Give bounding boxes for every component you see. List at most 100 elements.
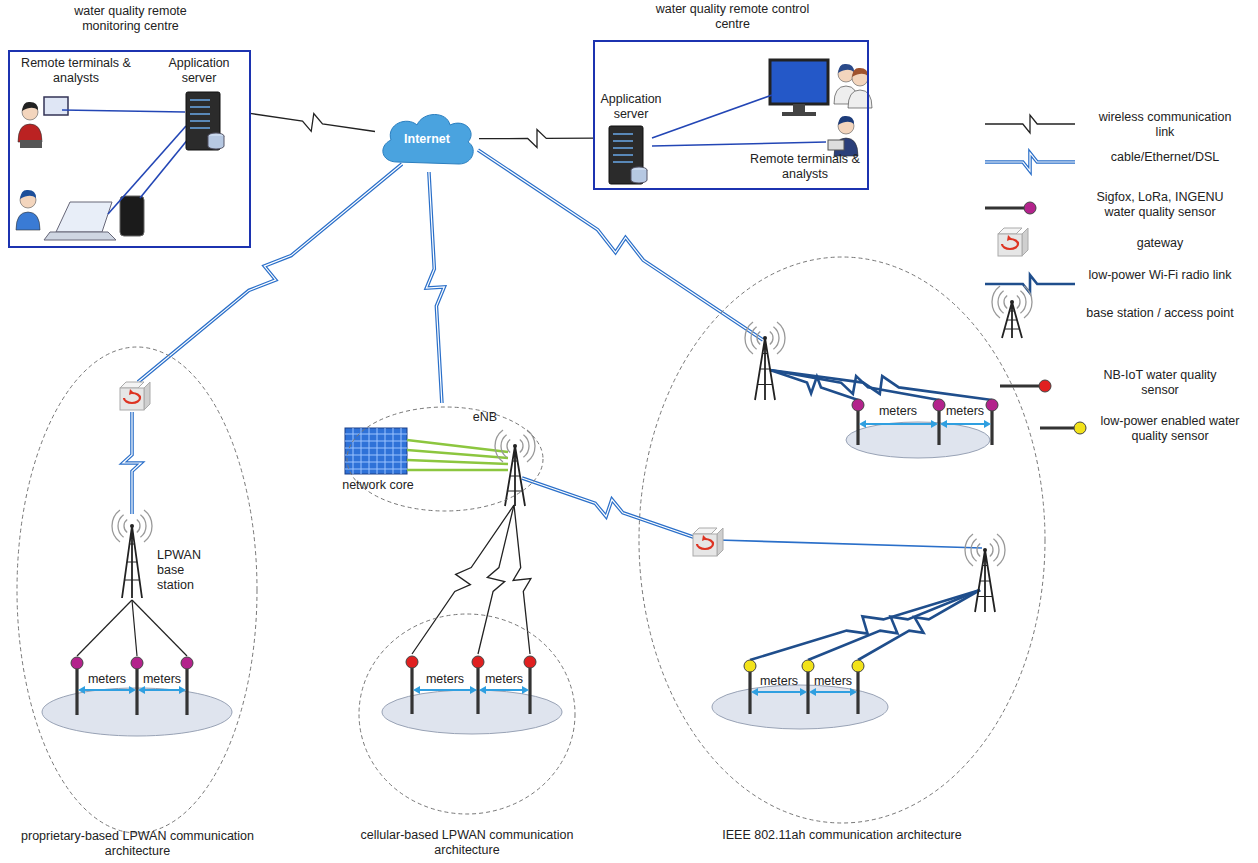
grid-line xyxy=(369,428,370,474)
server-slot xyxy=(190,99,210,101)
sensor-head xyxy=(1024,202,1036,214)
base-station-symbol xyxy=(495,430,535,506)
architecture-region: cellular-based LPWAN communication archi… xyxy=(357,612,577,857)
signal-arc xyxy=(773,327,779,349)
gateway-arrow xyxy=(697,539,713,549)
signal-arc xyxy=(990,544,993,557)
wifi-link xyxy=(858,590,980,660)
node-shape xyxy=(357,612,577,857)
water-quality-sensor xyxy=(472,656,484,714)
cable-link xyxy=(718,540,982,548)
signal-arc xyxy=(971,539,977,561)
signal-arc xyxy=(112,510,120,542)
grid-line xyxy=(353,428,354,474)
gateway-arrow xyxy=(124,393,140,403)
node-shape xyxy=(10,52,253,250)
ieee-figures xyxy=(693,322,1005,729)
legend-sensor xyxy=(1040,422,1086,434)
small-monitor xyxy=(44,97,68,115)
signal-arc xyxy=(144,510,152,542)
laptop xyxy=(828,140,844,150)
node-text: water quality remote control centre xyxy=(645,2,820,32)
sensor-head xyxy=(406,656,418,668)
signal-arc xyxy=(998,291,1004,313)
server-slot xyxy=(190,120,210,122)
person-hair xyxy=(838,64,854,73)
node-shape xyxy=(637,255,1047,860)
sensor-head xyxy=(933,399,945,411)
desktop-monitor xyxy=(770,60,828,104)
mast-bar xyxy=(758,384,773,385)
arrow-shaft xyxy=(83,689,131,691)
water-quality-sensor xyxy=(852,660,864,714)
database-body xyxy=(208,136,224,149)
gateway-side xyxy=(1022,228,1028,256)
arrow-heads xyxy=(78,686,136,694)
laptop-base xyxy=(44,232,116,240)
cable-inner xyxy=(985,153,1075,171)
gateway-symbol xyxy=(693,528,723,556)
mast xyxy=(122,526,142,598)
legend-sensor xyxy=(985,202,1036,214)
sensor-head xyxy=(1074,422,1086,434)
cable-link xyxy=(522,478,696,538)
signal-arc xyxy=(751,327,757,349)
signal-arc xyxy=(997,534,1005,566)
legend-text: wireless communication link xyxy=(1090,110,1240,140)
grid-line xyxy=(345,462,407,463)
phone xyxy=(120,196,144,236)
cable-link xyxy=(123,412,141,514)
gateway-top xyxy=(120,382,144,388)
gateway-arrowhead xyxy=(1007,235,1012,241)
grid-line xyxy=(393,428,394,474)
legend-text: cable/Ethernet/DSL xyxy=(1090,150,1240,165)
cable-outer xyxy=(426,172,444,403)
architecture-region: network coreeNB xyxy=(345,405,545,513)
signal-arc xyxy=(523,435,529,457)
grid-line xyxy=(385,428,386,474)
water-quality-sensor xyxy=(744,660,756,714)
chair xyxy=(20,140,42,148)
signal-arc xyxy=(1024,286,1032,318)
grid-line xyxy=(345,441,407,442)
backhaul-link xyxy=(407,469,508,472)
sensor-pole xyxy=(528,662,531,714)
mast-top xyxy=(513,444,517,448)
signal-arc xyxy=(965,534,973,566)
person-icon xyxy=(16,190,40,230)
lan-cable xyxy=(108,126,186,214)
mast xyxy=(975,550,995,612)
node-text: water quality remote monitoring centre xyxy=(48,4,213,34)
mast-top xyxy=(130,524,134,528)
signal-arc xyxy=(520,440,523,453)
centre-box: water quality remote control centreRemot… xyxy=(593,40,869,190)
connector xyxy=(250,113,375,131)
gateway-arrow xyxy=(1002,239,1018,249)
gateway-top xyxy=(998,228,1022,234)
backhaul-link xyxy=(407,450,508,458)
signal-arc xyxy=(1004,296,1007,309)
mast xyxy=(755,338,775,400)
mast-bar xyxy=(1010,311,1015,312)
node-shape xyxy=(15,345,260,860)
grid-line xyxy=(345,469,407,470)
backhaul-link xyxy=(407,460,508,464)
distance-arrow xyxy=(138,686,186,694)
node-text: Internet xyxy=(377,132,477,147)
control-centre-figures xyxy=(652,60,872,156)
distance-label: meters xyxy=(946,404,984,419)
gateway-symbol xyxy=(120,382,150,410)
sensor-head xyxy=(852,660,864,672)
server-slot xyxy=(613,147,633,149)
arrow-shaft xyxy=(945,423,986,425)
distance-arrow xyxy=(413,686,477,694)
server-slot xyxy=(190,113,210,115)
cable-outer xyxy=(522,478,696,538)
signal-arc xyxy=(745,322,753,354)
distance-label: meters xyxy=(88,672,126,687)
wireless-link xyxy=(412,505,514,654)
mast-bar xyxy=(125,580,140,581)
wifi-link xyxy=(770,370,992,400)
connector xyxy=(479,130,595,148)
grid-line xyxy=(401,428,402,474)
